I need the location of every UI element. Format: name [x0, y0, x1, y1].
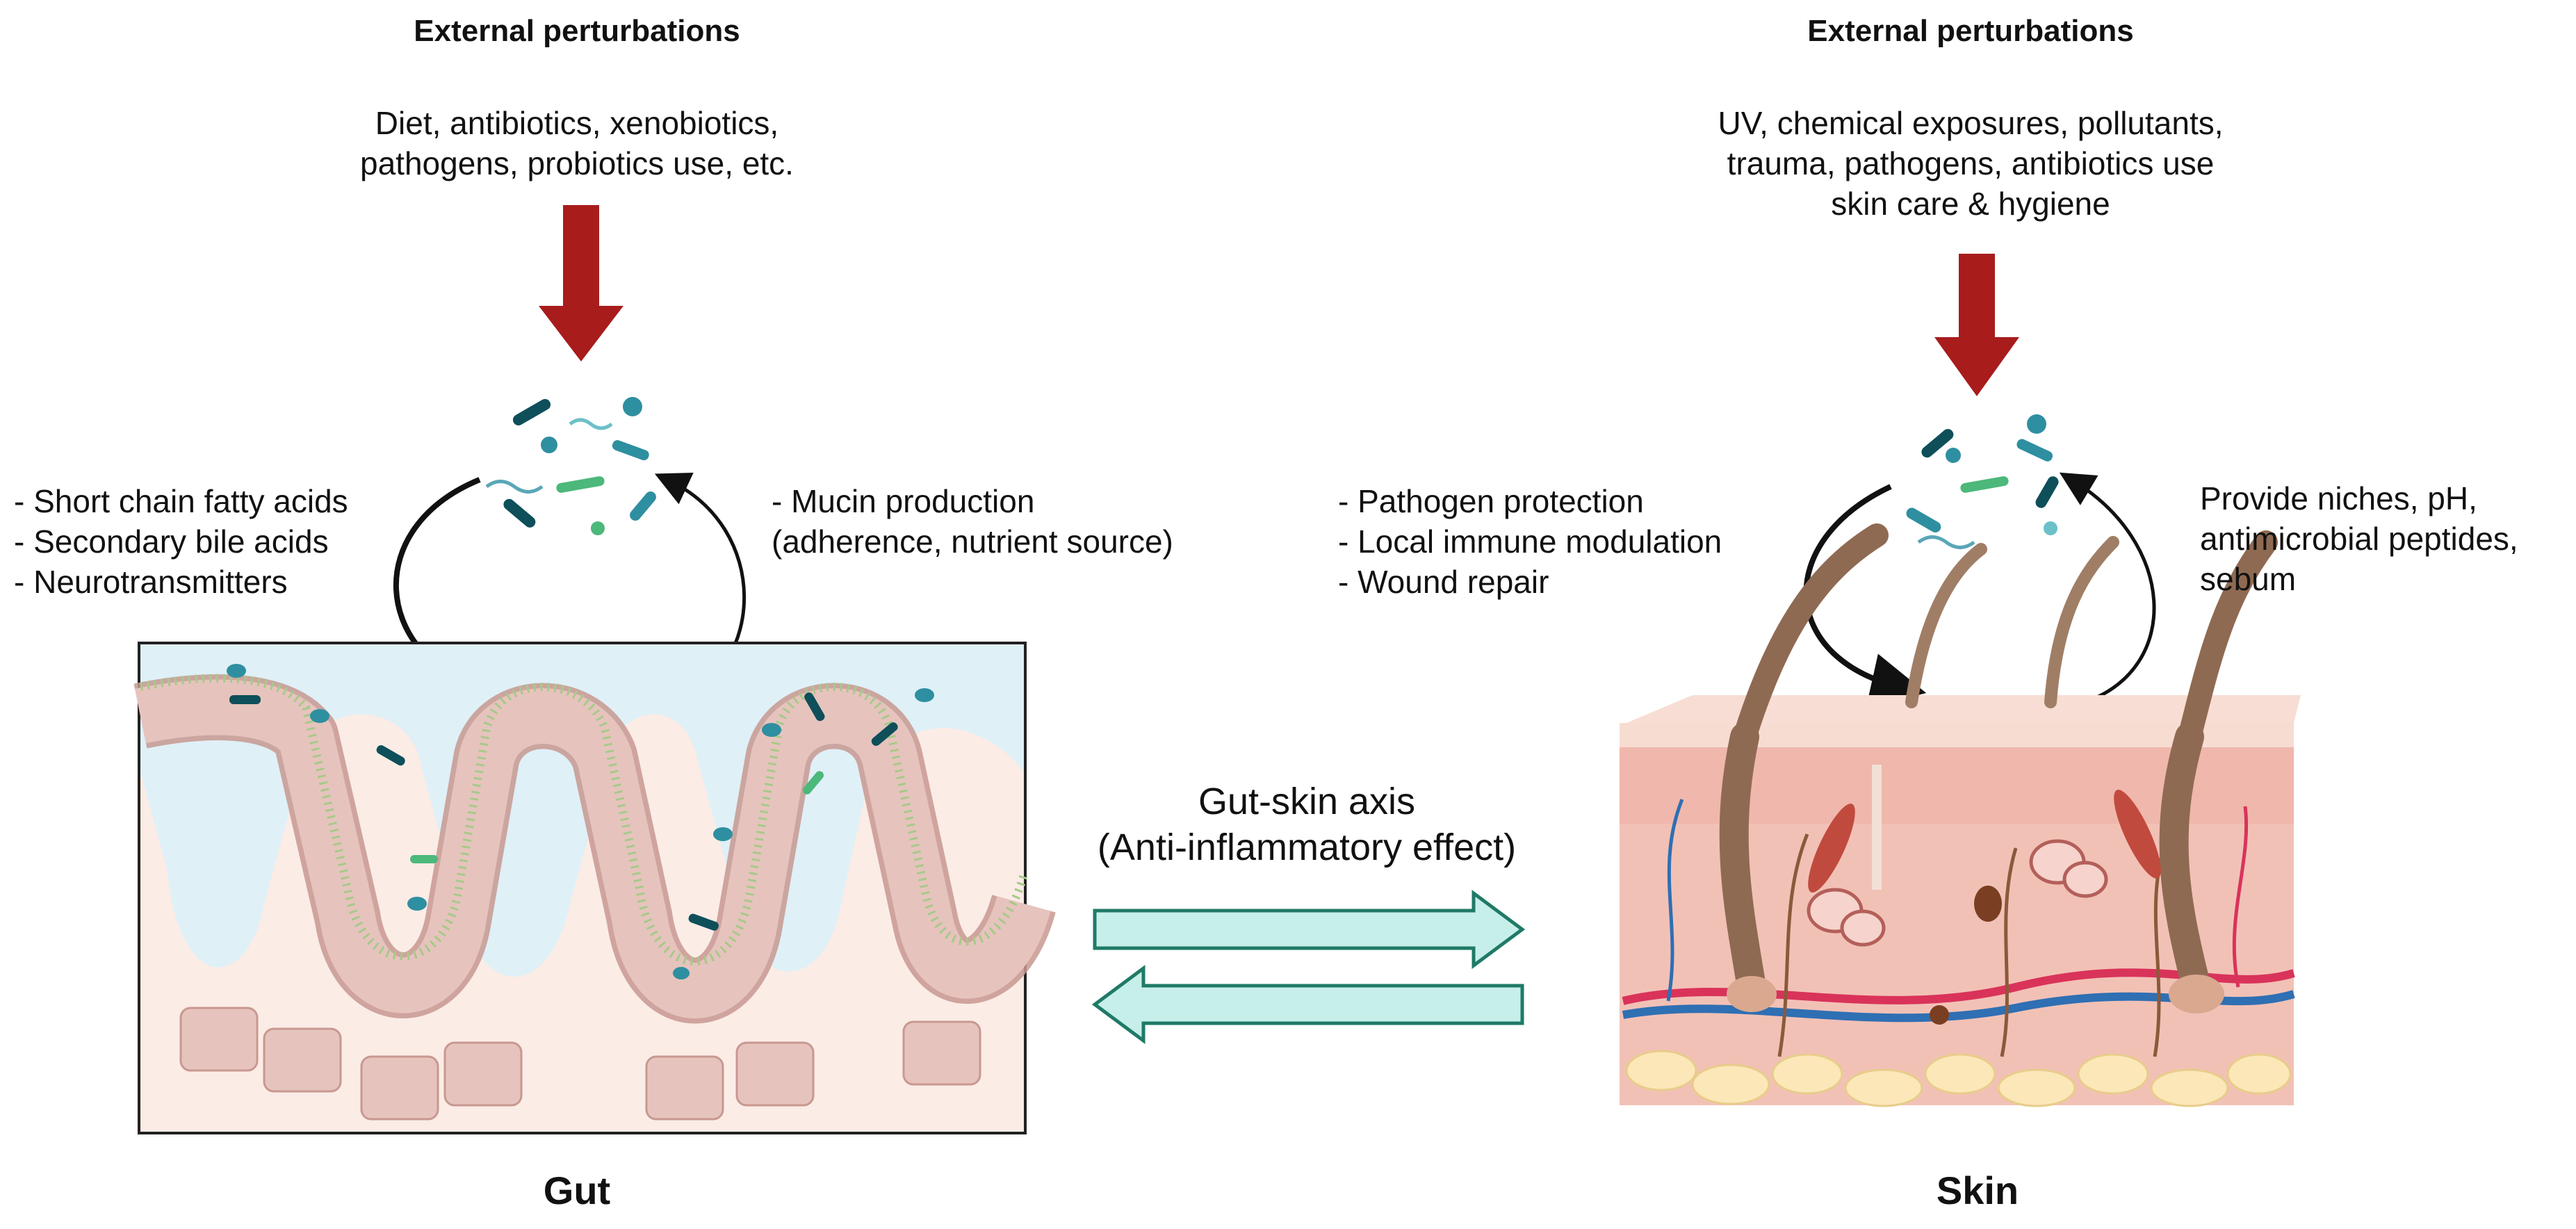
gut-output-item: - Short chain fatty acids — [14, 483, 348, 519]
skin-output-item: - Wound repair — [1338, 564, 1549, 600]
skin-output-item: - Local immune modulation — [1338, 523, 1722, 560]
skin-output-item: - Pathogen protection — [1338, 483, 1644, 519]
gut-host-inputs: - Mucin production (adherence, nutrient … — [772, 481, 1258, 562]
gut-to-skin-axis-arrow — [1093, 890, 1526, 969]
axis-line: (Anti-inflammatory effect) — [1097, 827, 1517, 868]
skin-tissue-block — [1620, 695, 2301, 1107]
gut-input-item: - Mucin production — [772, 483, 1035, 519]
gut-output-item: - Neurotransmitters — [14, 564, 288, 600]
gut-perturbation-line: Diet, antibiotics, xenobiotics, — [375, 105, 779, 141]
skin-perturbation-line: skin care & hygiene — [1831, 186, 2110, 222]
gut-tissue-panel — [133, 642, 1056, 1134]
gut-perturbation-arrow — [539, 205, 623, 361]
skin-microbe-cluster — [1906, 414, 2059, 549]
gut-perturbation-list: Diet, antibiotics, xenobiotics, pathogen… — [264, 103, 890, 184]
skin-perturbation-heading: External perturbations — [1807, 14, 2134, 48]
skin-input-item: antimicrobial peptides, — [2200, 521, 2518, 557]
gut-perturbation-line: pathogens, probiotics use, etc. — [360, 145, 794, 181]
skin-input-item: Provide niches, pH, — [2200, 480, 2477, 516]
skin-microbe-outputs: - Pathogen protection - Local immune mod… — [1338, 481, 1825, 602]
gut-microbe-cluster — [485, 397, 656, 535]
gut-perturbation-heading: External perturbations — [414, 14, 740, 48]
skin-hairs — [1733, 523, 2278, 749]
skin-input-item: sebum — [2200, 561, 2297, 597]
skin-to-gut-axis-arrow — [1091, 965, 1524, 1044]
gut-output-item: - Secondary bile acids — [14, 523, 329, 560]
axis-line: Gut-skin axis — [1198, 781, 1416, 822]
skin-perturbation-list: UV, chemical exposures, pollutants, trau… — [1623, 103, 2318, 224]
skin-perturbation-line: trauma, pathogens, antibiotics use — [1727, 145, 2215, 181]
skin-label: Skin — [1936, 1169, 2019, 1212]
gut-skin-axis-label: Gut-skin axis (Anti-inflammatory effect) — [1001, 779, 1613, 870]
gut-microbe-outputs: - Short chain fatty acids - Secondary bi… — [14, 481, 431, 602]
gut-label: Gut — [543, 1169, 611, 1212]
skin-host-to-microbe-arrow — [2059, 472, 2156, 704]
skin-host-inputs: Provide niches, pH, antimicrobial peptid… — [2200, 478, 2568, 599]
skin-perturbation-arrow — [1934, 254, 2019, 396]
skin-perturbation-line: UV, chemical exposures, pollutants, — [1718, 105, 2224, 141]
gut-input-item: (adherence, nutrient source) — [772, 523, 1173, 560]
